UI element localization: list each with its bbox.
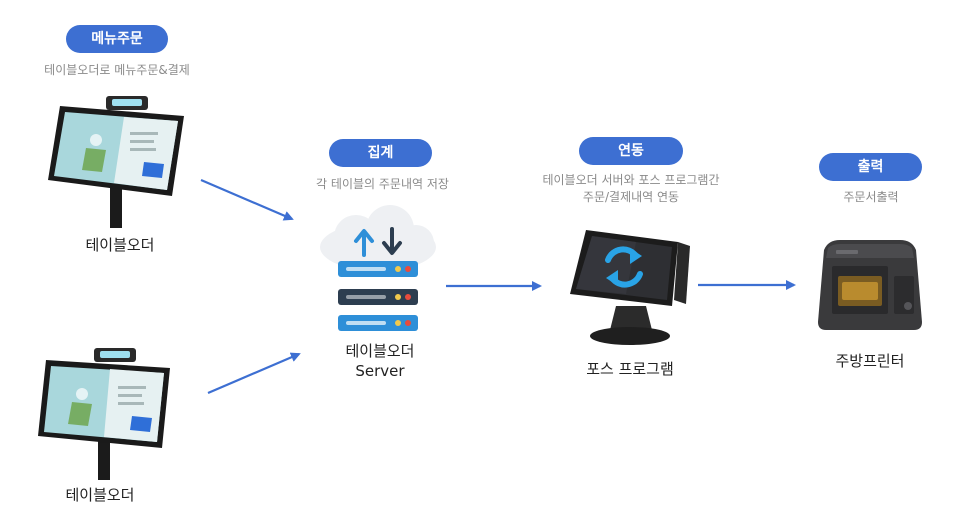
caption-print: 주문서출력 bbox=[843, 190, 899, 204]
sync-icon bbox=[605, 246, 643, 288]
label-printer: 주방프린터 bbox=[835, 352, 905, 370]
label-tablet-bottom: 테이블오더 bbox=[65, 486, 135, 504]
label-tablet-top: 테이블오더 bbox=[85, 236, 155, 254]
tag-menu-order: 메뉴주문 bbox=[66, 25, 168, 53]
arrow-tablet-top-to-server bbox=[200, 178, 294, 221]
caption-integration-line2: 주문/결제내역 연동 bbox=[582, 190, 680, 204]
arrow-tablet-bottom-to-server bbox=[207, 352, 301, 395]
tag-integration: 연동 bbox=[579, 137, 683, 165]
caption-menu-order: 테이블오더로 메뉴주문&결제 bbox=[44, 63, 190, 77]
caption-integration-line1: 테이블오더 서버와 포스 프로그램간 bbox=[542, 173, 720, 187]
tablet-icon bbox=[48, 96, 184, 228]
caption-aggregate: 각 테이블의 주문내역 저장 bbox=[316, 177, 449, 191]
cloud-server-icon bbox=[320, 205, 436, 331]
tag-print: 출력 bbox=[819, 153, 922, 181]
label-server-line2: Server bbox=[355, 362, 405, 380]
printer-icon bbox=[818, 240, 922, 330]
tablet-icon bbox=[38, 348, 170, 480]
tag-aggregate: 집계 bbox=[329, 139, 432, 167]
label-pos: 포스 프로그램 bbox=[586, 360, 674, 378]
label-server-line1: 테이블오더 bbox=[345, 342, 415, 360]
pos-terminal-icon bbox=[570, 230, 690, 345]
